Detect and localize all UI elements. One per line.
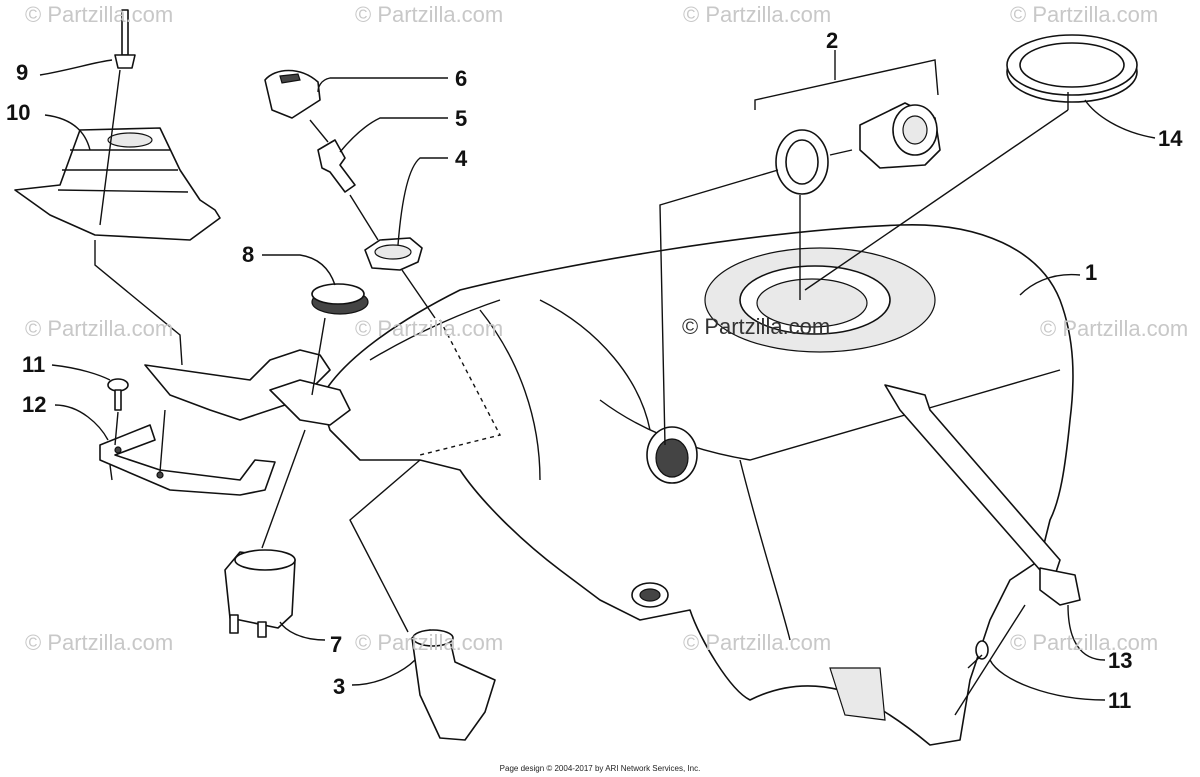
- key-cap: [264, 69, 321, 119]
- shift-boot: [14, 127, 221, 241]
- center-watermark: © Partzilla.com: [682, 314, 831, 339]
- ignition-key: [317, 139, 356, 193]
- fuel-tank: [319, 224, 1074, 746]
- watermark: © Partzilla.com: [25, 316, 174, 341]
- watermark: © Partzilla.com: [683, 630, 832, 655]
- mount-plate: [99, 424, 276, 496]
- tank-strap: [884, 384, 1081, 606]
- callout-1: 1: [1085, 260, 1098, 285]
- screw-left: [107, 378, 129, 411]
- fuel-sender: [411, 629, 496, 741]
- callout-14: 14: [1158, 126, 1183, 151]
- callout-4: 4: [455, 146, 468, 171]
- filler-plug: [859, 102, 941, 169]
- watermark: © Partzilla.com: [25, 630, 174, 655]
- watermark: © Partzilla.com: [1040, 316, 1189, 341]
- leader-lines: [39, 50, 1156, 716]
- lock-nut: [364, 237, 423, 271]
- callout-6: 6: [455, 66, 468, 91]
- rivet: [99, 9, 136, 226]
- watermark: © Partzilla.com: [355, 316, 504, 341]
- watermark: © Partzilla.com: [355, 2, 504, 27]
- mount-bracket: [144, 349, 351, 426]
- watermark: © Partzilla.com: [355, 630, 504, 655]
- callout-8: 8: [242, 242, 255, 267]
- callout-13: 13: [1108, 648, 1133, 673]
- cap-ring: [311, 283, 369, 315]
- callout-7: 7: [330, 632, 343, 657]
- filler-ring: [775, 129, 829, 195]
- footer-copyright: Page design © 2004-2017 by ARI Network S…: [499, 764, 701, 773]
- callout-11-right: 11: [1108, 688, 1132, 713]
- callout-11-left: 11: [22, 352, 46, 377]
- watermark: © Partzilla.com: [683, 2, 832, 27]
- callout-2: 2: [826, 28, 839, 53]
- watermark: © Partzilla.com: [1010, 2, 1159, 27]
- callout-3: 3: [333, 674, 346, 699]
- ignition-switch: [224, 549, 296, 638]
- watermark: © Partzilla.com: [1010, 630, 1159, 655]
- callout-12: 12: [22, 392, 47, 417]
- callout-9: 9: [16, 60, 29, 85]
- screw-right: [967, 640, 989, 669]
- callout-10: 10: [6, 100, 31, 125]
- gasket-ring: [1006, 34, 1138, 103]
- callout-5: 5: [455, 106, 468, 131]
- watermark: © Partzilla.com: [25, 2, 174, 27]
